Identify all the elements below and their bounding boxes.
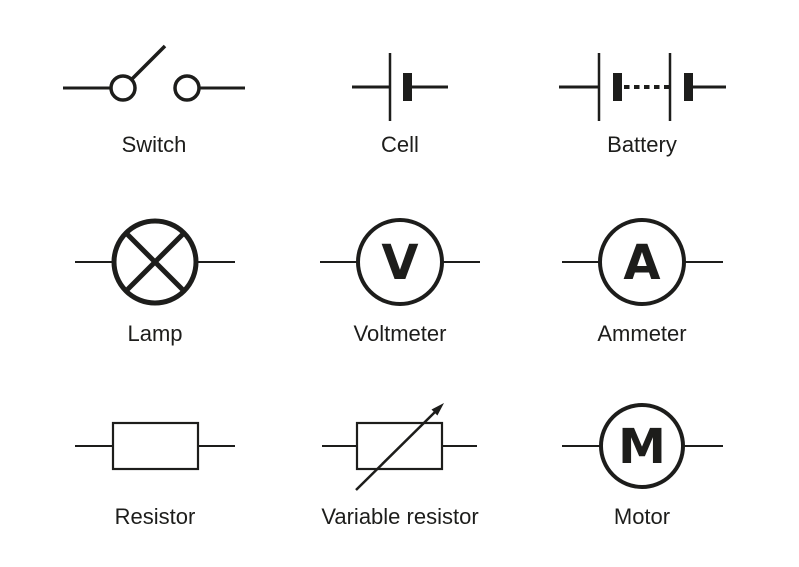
voltmeter-letter: V <box>381 235 418 291</box>
symbol-cell-variable-resistor: Variable resistor <box>280 386 520 567</box>
lamp-icon <box>75 218 235 306</box>
resistor-label: Resistor <box>114 504 196 529</box>
motor-icon: M <box>562 403 723 489</box>
symbol-cell-ammeter: A Ammeter <box>522 202 762 402</box>
symbol-cell-lamp: Lamp <box>35 202 275 402</box>
battery-icon <box>559 53 726 121</box>
symbol-cell-battery: Battery <box>522 27 762 227</box>
voltmeter-label: Voltmeter <box>353 321 447 346</box>
resistor-icon <box>75 421 235 471</box>
switch-icon <box>63 44 245 102</box>
symbol-cell-motor: M Motor <box>522 386 762 567</box>
voltmeter-icon: V <box>320 218 480 306</box>
cell-label: Cell <box>381 132 419 157</box>
variable-resistor-label: Variable resistor <box>321 504 479 529</box>
ammeter-letter: A <box>623 235 660 291</box>
switch-label: Switch <box>121 132 187 157</box>
ammeter-icon: A <box>562 218 723 306</box>
lamp-label: Lamp <box>127 321 183 346</box>
motor-label: Motor <box>613 504 671 529</box>
ammeter-label: Ammeter <box>597 321 687 346</box>
battery-label: Battery <box>607 132 677 157</box>
motor-letter: M <box>618 419 666 475</box>
symbol-cell-cell: Cell <box>280 27 520 227</box>
variable-resistor-icon <box>322 403 477 491</box>
symbol-cell-switch: Switch <box>34 27 274 227</box>
cell-icon <box>352 53 448 121</box>
symbol-cell-resistor: Resistor <box>35 386 275 567</box>
symbol-cell-voltmeter: V Voltmeter <box>280 202 520 402</box>
